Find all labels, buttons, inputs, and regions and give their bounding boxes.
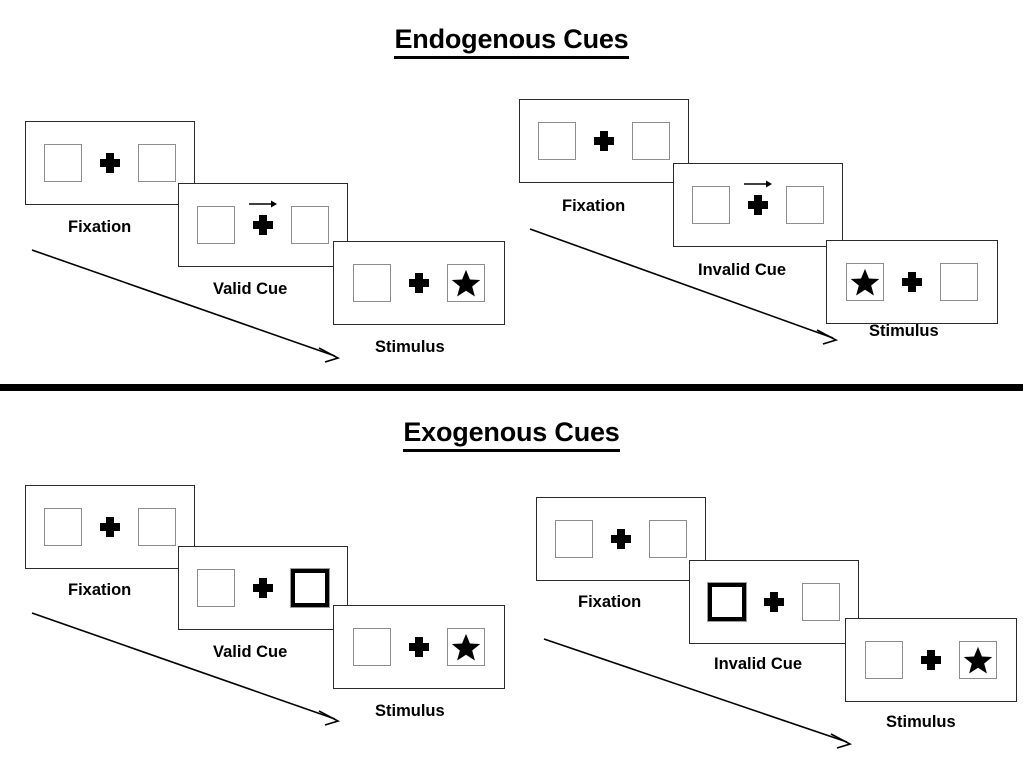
plus-icon	[744, 180, 772, 215]
left-box	[538, 122, 576, 160]
right-box-with-target	[447, 628, 485, 666]
star-icon	[451, 632, 481, 662]
right-box	[802, 583, 840, 621]
plus-icon	[100, 517, 120, 537]
panel-exogenous-invalid-fixation[interactable]	[536, 497, 706, 581]
panel-endogenous-invalid-stimulus[interactable]	[826, 240, 998, 324]
section-title-exogenous-text: Exogenous Cues	[403, 417, 620, 452]
caption-endogenous-valid-fixation: Fixation	[68, 218, 132, 236]
section-title-endogenous: Endogenous Cues	[0, 24, 1023, 59]
right-box	[138, 144, 176, 182]
plus-icon	[921, 650, 941, 670]
star-icon	[963, 645, 993, 675]
left-box	[197, 206, 235, 244]
plus-icon	[764, 592, 784, 612]
left-box	[692, 186, 730, 224]
left-box	[44, 144, 82, 182]
section-title-endogenous-text: Endogenous Cues	[394, 24, 629, 59]
right-box	[649, 520, 687, 558]
caption-exogenous-valid-cue: Valid Cue	[213, 643, 288, 661]
panel-exogenous-valid-cue[interactable]	[178, 546, 348, 630]
panel-endogenous-invalid-fixation[interactable]	[519, 99, 689, 183]
arrow-right-icon	[743, 178, 773, 190]
caption-endogenous-invalid-stimulus: Stimulus	[869, 322, 939, 340]
caption-exogenous-invalid-cue: Invalid Cue	[714, 655, 803, 673]
caption-endogenous-invalid-cue: Invalid Cue	[698, 261, 787, 279]
left-box	[353, 628, 391, 666]
flow-arrow-exogenous-invalid	[542, 637, 862, 755]
plus-icon	[611, 529, 631, 549]
plus-icon	[100, 153, 120, 173]
plus-icon	[253, 578, 273, 598]
right-box-with-target	[959, 641, 997, 679]
section-divider	[0, 384, 1023, 391]
left-box-cued	[707, 582, 747, 622]
right-box	[291, 206, 329, 244]
caption-endogenous-valid-stimulus: Stimulus	[375, 338, 445, 356]
caption-endogenous-invalid-fixation: Fixation	[562, 197, 626, 215]
panel-endogenous-valid-cue[interactable]	[178, 183, 348, 267]
panel-exogenous-valid-stimulus[interactable]	[333, 605, 505, 689]
panel-exogenous-valid-fixation[interactable]	[25, 485, 195, 569]
left-box	[197, 569, 235, 607]
panel-endogenous-invalid-cue[interactable]	[673, 163, 843, 247]
left-box	[44, 508, 82, 546]
caption-exogenous-valid-stimulus: Stimulus	[375, 702, 445, 720]
caption-exogenous-invalid-stimulus: Stimulus	[886, 713, 956, 731]
plus-icon	[594, 131, 614, 151]
plus-icon	[409, 273, 429, 293]
plus-icon	[902, 272, 922, 292]
star-icon	[850, 267, 880, 297]
panel-exogenous-invalid-cue[interactable]	[689, 560, 859, 644]
plus-icon	[249, 200, 277, 235]
right-box	[632, 122, 670, 160]
left-box-with-target	[846, 263, 884, 301]
plus-icon	[409, 637, 429, 657]
left-box	[555, 520, 593, 558]
right-box-cued	[290, 568, 330, 608]
panel-endogenous-valid-stimulus[interactable]	[333, 241, 505, 325]
caption-exogenous-valid-fixation: Fixation	[68, 581, 132, 599]
star-icon	[451, 268, 481, 298]
caption-exogenous-invalid-fixation: Fixation	[578, 593, 642, 611]
caption-endogenous-valid-cue: Valid Cue	[213, 280, 288, 298]
right-box	[138, 508, 176, 546]
panel-endogenous-valid-fixation[interactable]	[25, 121, 195, 205]
right-box	[786, 186, 824, 224]
arrow-right-icon	[248, 198, 278, 210]
left-box	[353, 264, 391, 302]
section-title-exogenous: Exogenous Cues	[0, 417, 1023, 452]
panel-exogenous-invalid-stimulus[interactable]	[845, 618, 1017, 702]
right-box-with-target	[447, 264, 485, 302]
left-box	[865, 641, 903, 679]
right-box	[940, 263, 978, 301]
